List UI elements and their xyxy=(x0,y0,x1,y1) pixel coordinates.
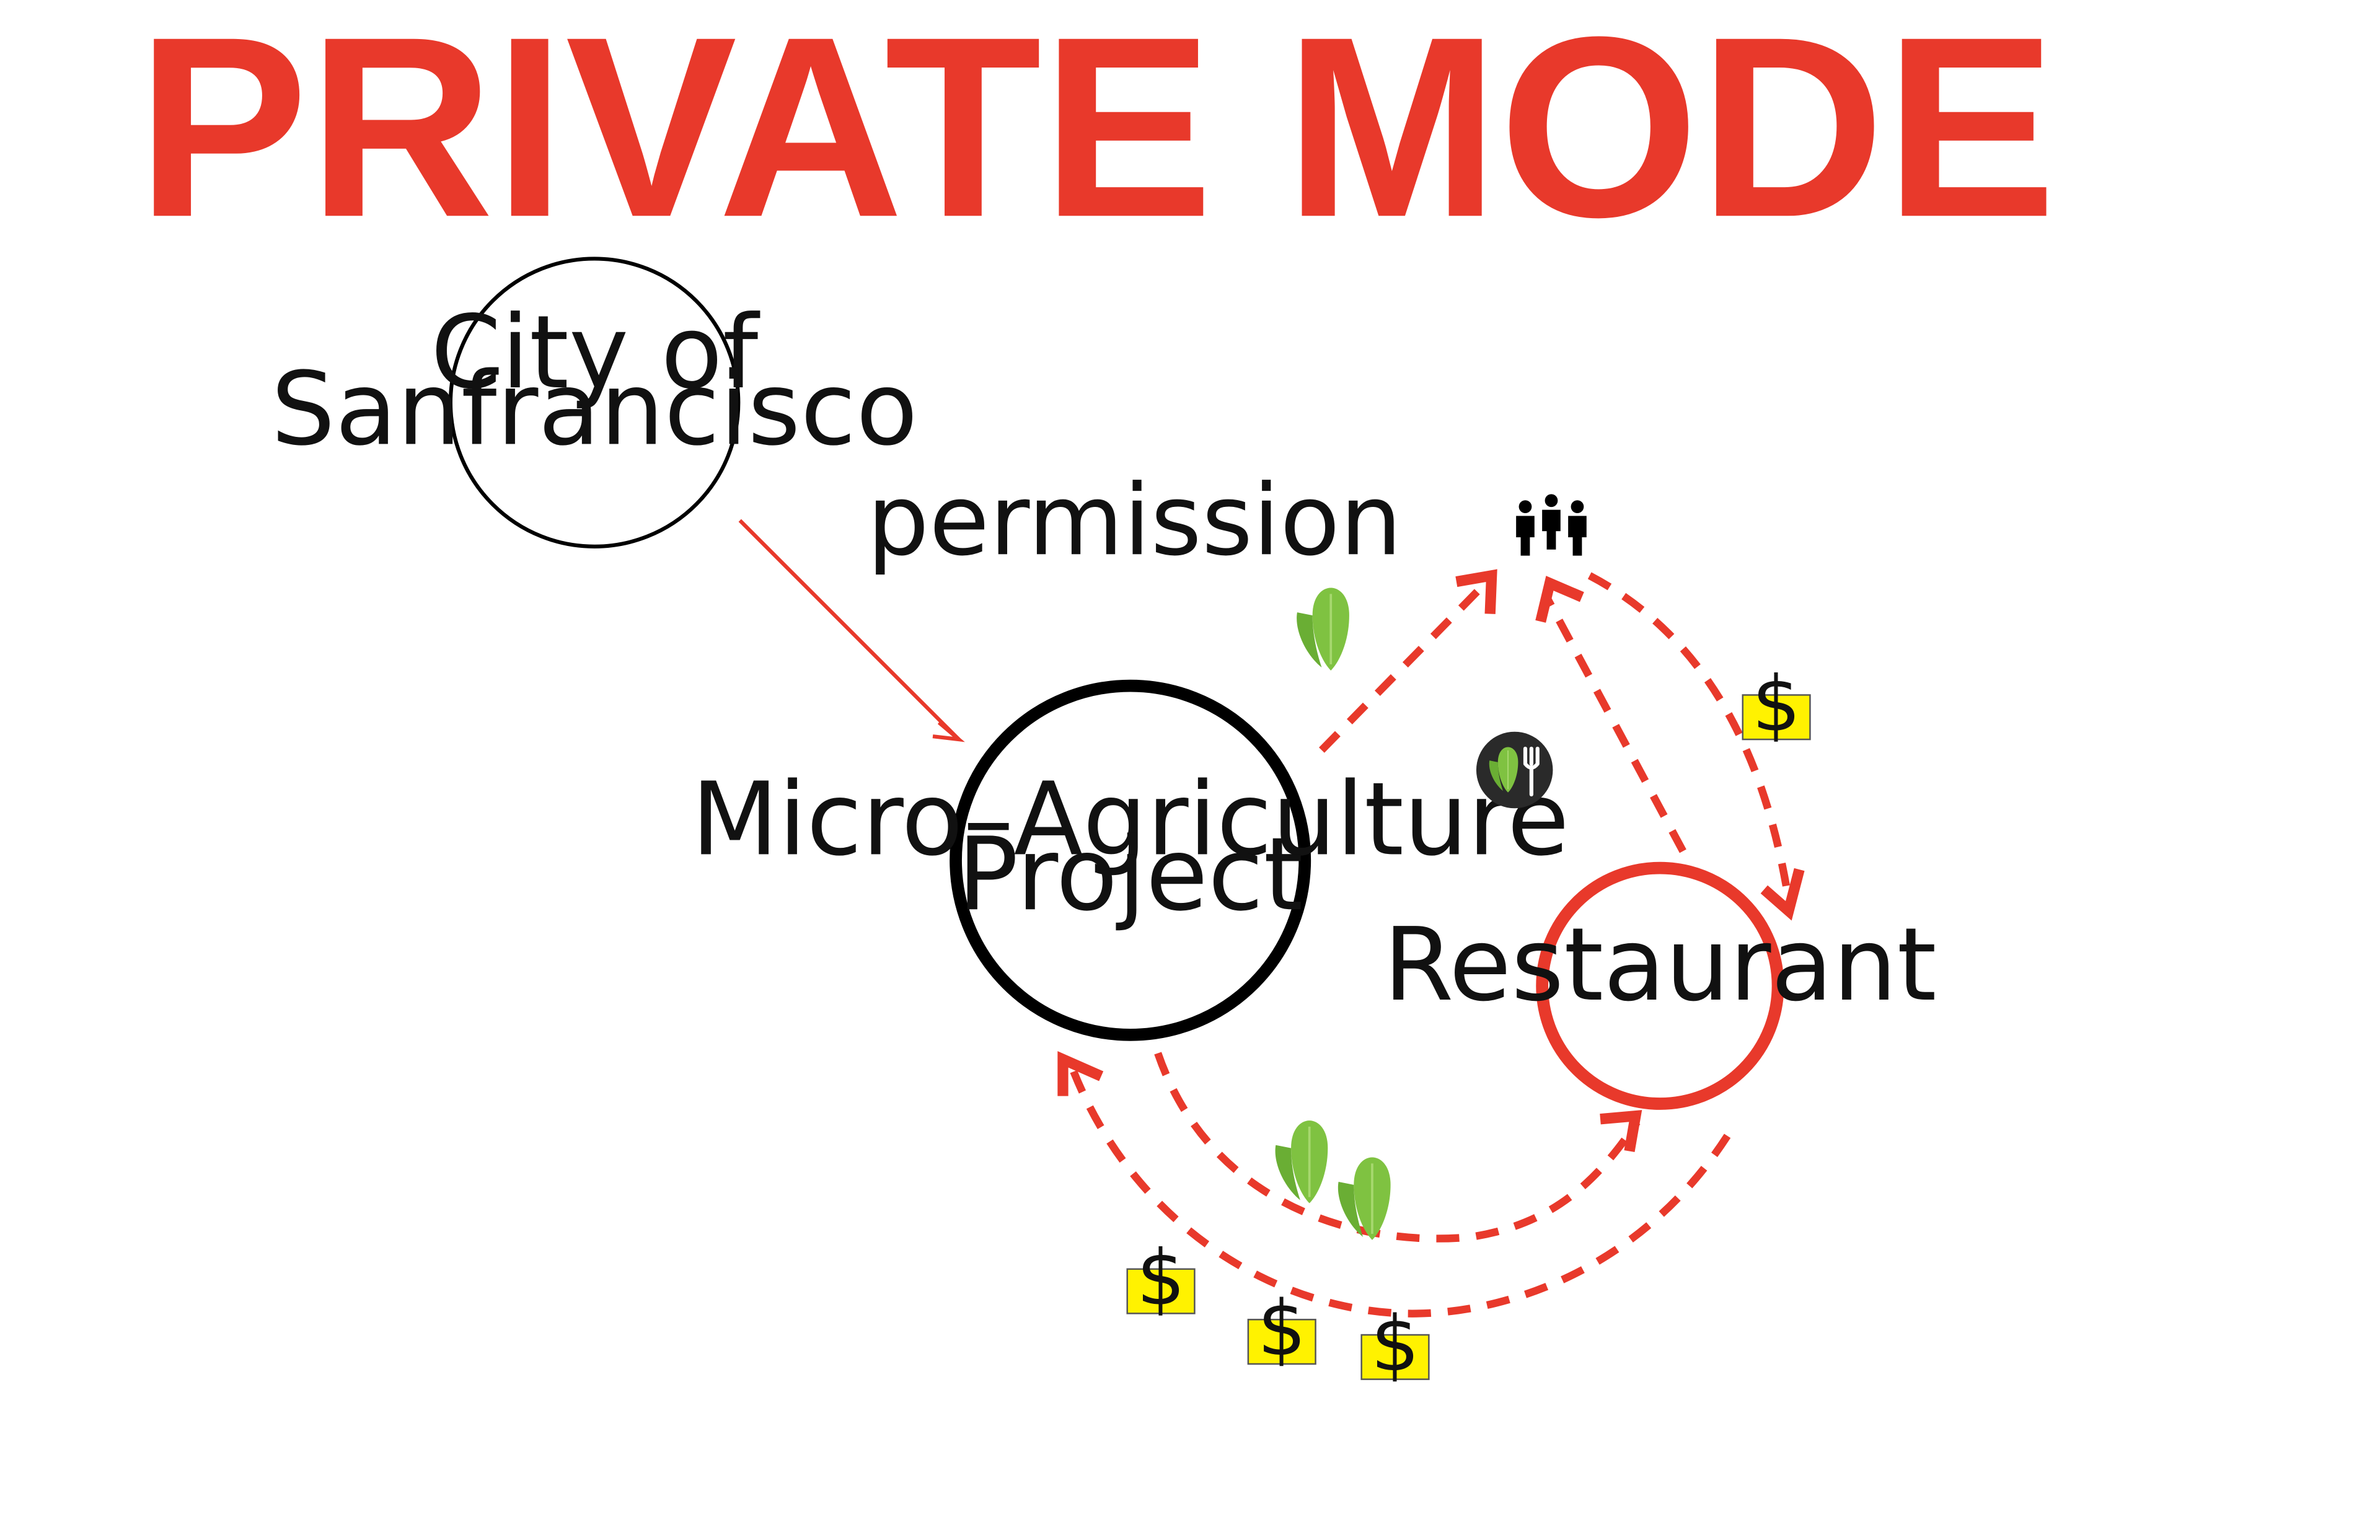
page-title: PRIVATE MODE xyxy=(137,0,2056,270)
flow-arrowheads xyxy=(1057,569,1805,1153)
project-circle xyxy=(950,679,1311,1041)
project-label-line1: Micro–Agriculture xyxy=(691,761,1569,878)
flow-restaurant-to-people xyxy=(1545,598,1686,853)
money-symbol: $ xyxy=(1371,1300,1420,1389)
money-symbol: $ xyxy=(1137,1234,1186,1323)
arrowhead-restaurant-people xyxy=(1535,576,1584,623)
arrowhead-project-people xyxy=(1455,569,1497,614)
city-node: City of Sanfrancisco xyxy=(271,257,918,548)
people-group-icon xyxy=(1516,494,1587,556)
lettuce-icon xyxy=(1336,1156,1392,1241)
project-label-line2: Project xyxy=(958,816,1303,933)
money-symbol: $ xyxy=(1752,659,1801,749)
restaurant-circle xyxy=(1536,861,1784,1110)
restaurant-node: Restaurant xyxy=(1383,861,1937,1110)
permission-arrowhead xyxy=(932,721,965,742)
city-label-line1: City of xyxy=(431,294,760,411)
arrowhead-people-restaurant xyxy=(1760,868,1805,921)
money-tag: $ xyxy=(1247,1284,1316,1373)
lettuce-icon xyxy=(1295,586,1351,672)
restaurant-label: Restaurant xyxy=(1383,907,1936,1024)
money-tag: $ xyxy=(1360,1300,1430,1389)
permission-label: permission xyxy=(867,464,1402,578)
flow-lines xyxy=(1070,572,1791,1318)
food-fork-icon xyxy=(1476,731,1553,809)
flow-people-to-restaurant xyxy=(1587,572,1791,892)
arrowhead-restaurant-project xyxy=(1057,1051,1104,1096)
permission-edge: permission xyxy=(738,464,1402,742)
permission-arrow xyxy=(738,519,961,741)
flow-project-to-restaurant xyxy=(1154,1052,1641,1243)
lettuce-icon xyxy=(1274,1119,1329,1205)
city-label-line2: Sanfrancisco xyxy=(271,351,918,468)
money-tag: $ xyxy=(1742,659,1811,749)
money-tag: $ xyxy=(1126,1234,1196,1323)
money-symbol: $ xyxy=(1258,1284,1307,1373)
project-node: Micro–Agriculture Project xyxy=(691,679,1569,1041)
arrowhead-project-restaurant xyxy=(1600,1110,1642,1153)
city-circle xyxy=(448,257,741,548)
